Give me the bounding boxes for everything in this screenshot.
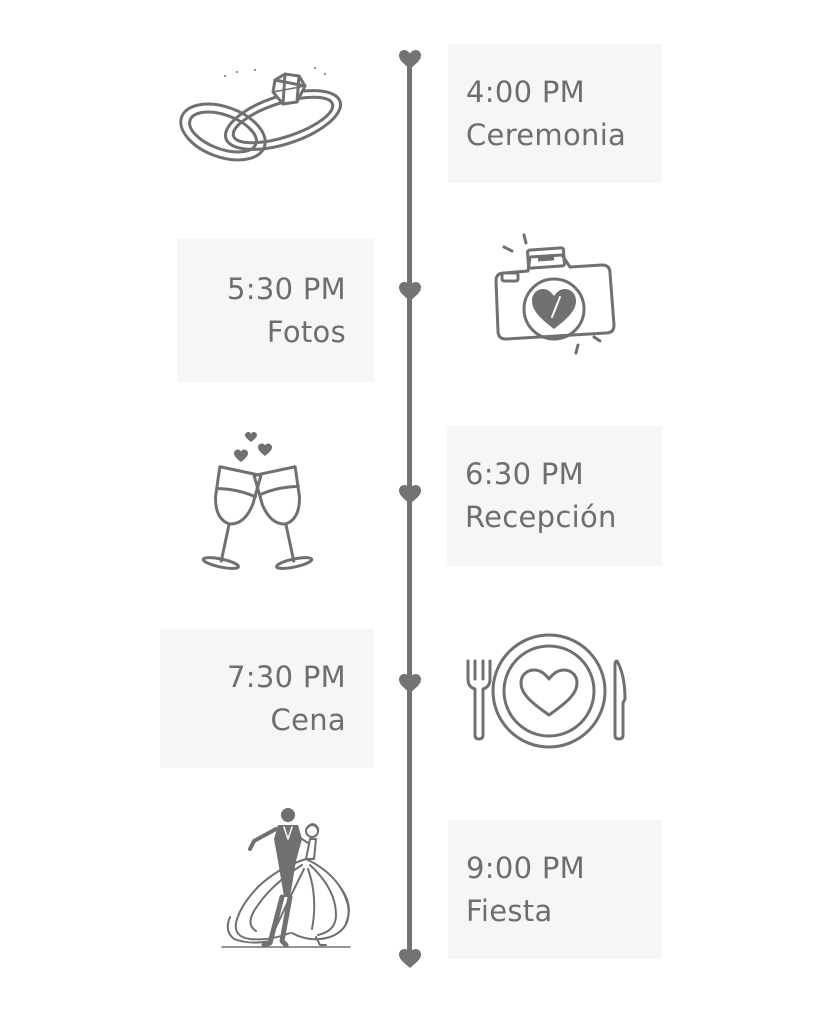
timeline-heart-marker-icon: [399, 50, 421, 69]
wedding-rings-icon: [175, 62, 345, 177]
event-card-fiesta: 9:00 PM Fiesta: [448, 820, 662, 959]
camera-heart-icon: [490, 233, 620, 358]
event-name: Fiesta: [466, 893, 553, 928]
timeline-heart-marker-icon: [399, 282, 421, 301]
event-name: Fotos: [266, 314, 346, 349]
event-time: 7:30 PM: [227, 659, 346, 694]
event-card-ceremonia: 4:00 PM Ceremonia: [448, 44, 662, 183]
event-name: Cena: [270, 702, 346, 737]
timeline-heart-marker-icon: [399, 949, 421, 968]
event-time: 9:00 PM: [466, 850, 585, 885]
event-name: Ceremonia: [466, 117, 627, 152]
timeline-line: [407, 58, 412, 960]
dinner-plate-icon: [465, 633, 630, 750]
event-time: 5:30 PM: [227, 271, 346, 306]
event-time: 4:00 PM: [466, 74, 585, 109]
timeline-heart-marker-icon: [399, 674, 421, 693]
dancing-couple-icon: [220, 805, 355, 953]
event-card-recepcion: 6:30 PM Recepción: [447, 426, 662, 566]
timeline-heart-marker-icon: [399, 485, 421, 504]
event-time: 6:30 PM: [465, 457, 584, 491]
event-name: Recepción: [465, 500, 617, 534]
champagne-toast-icon: [185, 430, 330, 585]
event-card-cena: 7:30 PM Cena: [160, 629, 374, 768]
event-card-fotos: 5:30 PM Fotos: [177, 239, 374, 382]
